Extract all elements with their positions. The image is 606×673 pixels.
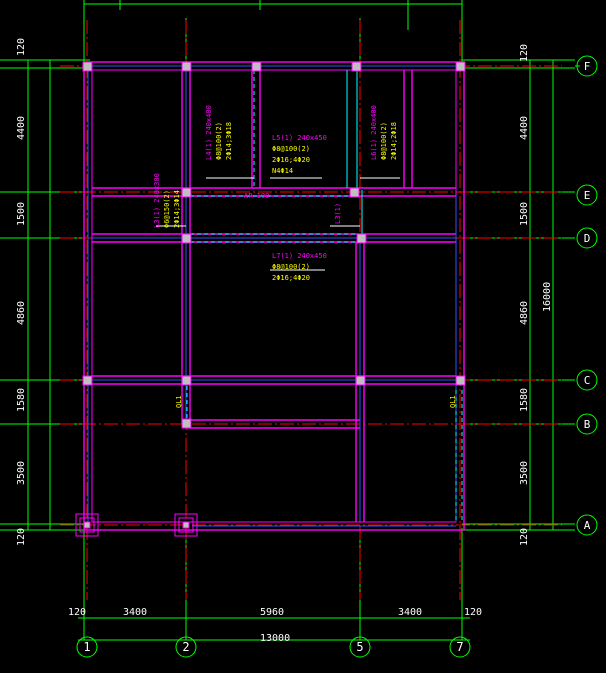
dim-bottom-total: 13000 xyxy=(260,633,290,644)
columns xyxy=(82,61,466,429)
l3-title: L3(1) 240x300 xyxy=(153,173,161,228)
beam-annotation-l7: L7(1) 240x450 Φ8@100(2) 2Φ16;4Φ20 xyxy=(272,252,327,282)
dim-left-4400: 4400 xyxy=(16,116,27,140)
l5-rebar: 2Φ16;4Φ20 xyxy=(272,156,310,164)
dim-left-3500: 3500 xyxy=(16,461,27,485)
dim-right-total: 16000 xyxy=(542,282,553,312)
ql1-left: QL1 xyxy=(175,395,183,408)
dim-right-4400: 4400 xyxy=(519,116,530,140)
l5-title: L5(1) 240x450 xyxy=(272,134,327,142)
axis-labels-vertical: 1 2 5 7 xyxy=(83,640,463,654)
l5-second-label: AP 100 xyxy=(244,192,269,200)
axis-bubble-2 xyxy=(175,636,197,658)
dim-right-1500: 1500 xyxy=(519,202,530,226)
footings xyxy=(75,513,198,537)
l3-rebar: 2Φ14;3Φ14 xyxy=(173,190,181,228)
dim-right-1580: 1580 xyxy=(519,388,530,412)
l3-second-label: L3(1) xyxy=(334,203,342,224)
beam-annotation-l5: L5(1) 240x450 Φ8@100(2) 2Φ16;4Φ20 N4Φ14 xyxy=(272,134,327,175)
axis-bubble-1 xyxy=(76,636,98,658)
axis-label-C: C xyxy=(584,374,591,387)
axis-bubble-5 xyxy=(349,636,371,658)
dim-left-1500: 1500 xyxy=(16,202,27,226)
dim-bottom-120-right: 120 xyxy=(464,607,482,618)
axis-bubble-F xyxy=(576,55,598,77)
beam-annotation-l4: L4(1) 240x400 Φ8@100(2) 2Φ14;3Φ18 xyxy=(205,105,233,160)
axis-bubble-B xyxy=(576,413,598,435)
axis-label-F: F xyxy=(584,60,591,73)
dim-bottom-120-left: 120 xyxy=(68,607,86,618)
l6-title: L6(1) 240x400 xyxy=(370,105,378,160)
axis-label-A: A xyxy=(584,519,591,532)
beam-annotation-l6: L6(1) 240x400 Φ8@100(2) 2Φ14;2Φ18 xyxy=(370,105,398,160)
dim-right-120-top: 120 xyxy=(519,44,530,62)
dim-right-4860: 4860 xyxy=(519,301,530,325)
dim-left-120-top: 120 xyxy=(16,38,27,56)
right-dimensions: 120 4400 1500 4860 1580 3500 120 16000 xyxy=(519,44,553,546)
dim-right-120-bottom: 120 xyxy=(519,528,530,546)
secondary-beams xyxy=(186,70,463,520)
axis-bubble-7 xyxy=(449,636,471,658)
dim-left-4860: 4860 xyxy=(16,301,27,325)
l4-rebar: 2Φ14;3Φ18 xyxy=(225,122,233,160)
left-dimensions: 120 4400 1500 4860 1580 3500 120 xyxy=(16,38,27,546)
axis-label-1: 1 xyxy=(83,640,90,654)
ql1-right: QL1 xyxy=(449,395,457,408)
bottom-dimensions: 120 3400 5960 3400 120 13000 xyxy=(68,607,482,644)
l4-stirrup: Φ8@100(2) xyxy=(215,122,223,160)
l7-title: L7(1) 240x450 xyxy=(272,252,327,260)
axis-labels-horizontal: F E D C B A xyxy=(584,60,591,532)
beams xyxy=(83,61,465,531)
leader-lines xyxy=(156,177,400,271)
axis-label-E: E xyxy=(584,189,591,202)
l7-stirrup: Φ8@100(2) xyxy=(272,263,310,271)
dim-bottom-3400-left: 3400 xyxy=(123,607,147,618)
beam-annotation-l3: L3(1) 240x300 Φ6@150(2) 2Φ14;3Φ14 xyxy=(153,173,181,228)
axis-lines xyxy=(60,20,562,600)
dim-left-120-bottom: 120 xyxy=(16,528,27,546)
l7-rebar: 2Φ16;4Φ20 xyxy=(272,274,310,282)
axis-bubbles-vertical xyxy=(76,636,471,658)
dim-bottom-3400-right: 3400 xyxy=(398,607,422,618)
small-labels: L3(1) AP 100 QL1 QL1 xyxy=(175,192,457,408)
l6-stirrup: Φ8@100(2) xyxy=(380,122,388,160)
axis-label-B: B xyxy=(584,418,591,431)
l4-title: L4(1) 240x400 xyxy=(205,105,213,160)
axis-label-D: D xyxy=(584,232,591,245)
axis-label-2: 2 xyxy=(182,640,189,654)
l5-waist: N4Φ14 xyxy=(272,167,293,175)
l3-stirrup: Φ6@150(2) xyxy=(163,190,171,228)
dim-left-1580: 1580 xyxy=(16,388,27,412)
l6-rebar: 2Φ14;2Φ18 xyxy=(390,122,398,160)
axis-bubble-D xyxy=(576,227,598,249)
l5-stirrup: Φ8@100(2) xyxy=(272,145,310,153)
dim-bottom-5960: 5960 xyxy=(260,607,284,618)
axis-bubble-A xyxy=(576,514,598,536)
axis-label-5: 5 xyxy=(356,640,363,654)
axis-label-7: 7 xyxy=(456,640,463,654)
axis-bubble-E xyxy=(576,184,598,206)
axis-bubble-C xyxy=(576,369,598,391)
dim-right-3500: 3500 xyxy=(519,461,530,485)
dimension-lines xyxy=(0,0,575,641)
axis-bubbles-horizontal xyxy=(575,55,598,536)
